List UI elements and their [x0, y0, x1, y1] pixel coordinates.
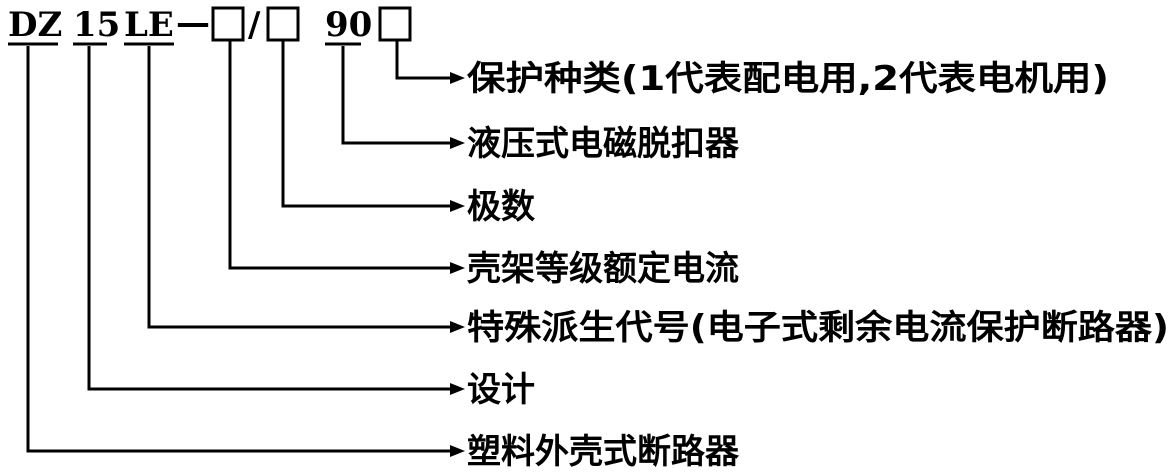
- code-15: 15: [73, 5, 120, 45]
- label-hydraulic-release: 液压式电磁脱扣器: [467, 124, 740, 164]
- connector-design: [87, 46, 452, 391]
- label-molded-case: 塑料外壳式断路器: [467, 432, 740, 472]
- label-frame-current: 壳架等级额定电流: [467, 249, 739, 289]
- code-dz: DZ: [8, 5, 62, 45]
- label-design: 设计: [467, 370, 535, 410]
- connector-protection-type: [395, 40, 452, 80]
- label-poles: 极数: [467, 187, 535, 227]
- box-poles: [266, 6, 300, 42]
- connector-molded-case: [26, 46, 452, 453]
- arrow-protection-type: [450, 72, 465, 84]
- box-frame-current: [211, 6, 245, 42]
- code-le: LE: [124, 5, 174, 45]
- connector-hydraulic-release: [341, 46, 452, 145]
- code-dash: —: [176, 3, 210, 43]
- arrow-design: [450, 383, 465, 395]
- box-protection-type: [378, 6, 412, 42]
- arrow-poles: [450, 200, 465, 212]
- arrow-molded-case: [450, 445, 465, 457]
- connector-special-code: [147, 46, 452, 329]
- arrow-hydraulic-release: [450, 137, 465, 149]
- connector-frame-current: [228, 40, 452, 270]
- label-special-code: 特殊派生代号(电子式剩余电流保护断路器): [467, 308, 1169, 348]
- code-slash: /: [248, 5, 261, 45]
- code-90: 90: [325, 5, 372, 45]
- connector-poles: [281, 40, 452, 208]
- label-protection-type: 保护种类(1代表配电用,2代表电机用): [467, 59, 1109, 99]
- arrow-frame-current: [450, 262, 465, 274]
- arrow-special-code: [450, 321, 465, 333]
